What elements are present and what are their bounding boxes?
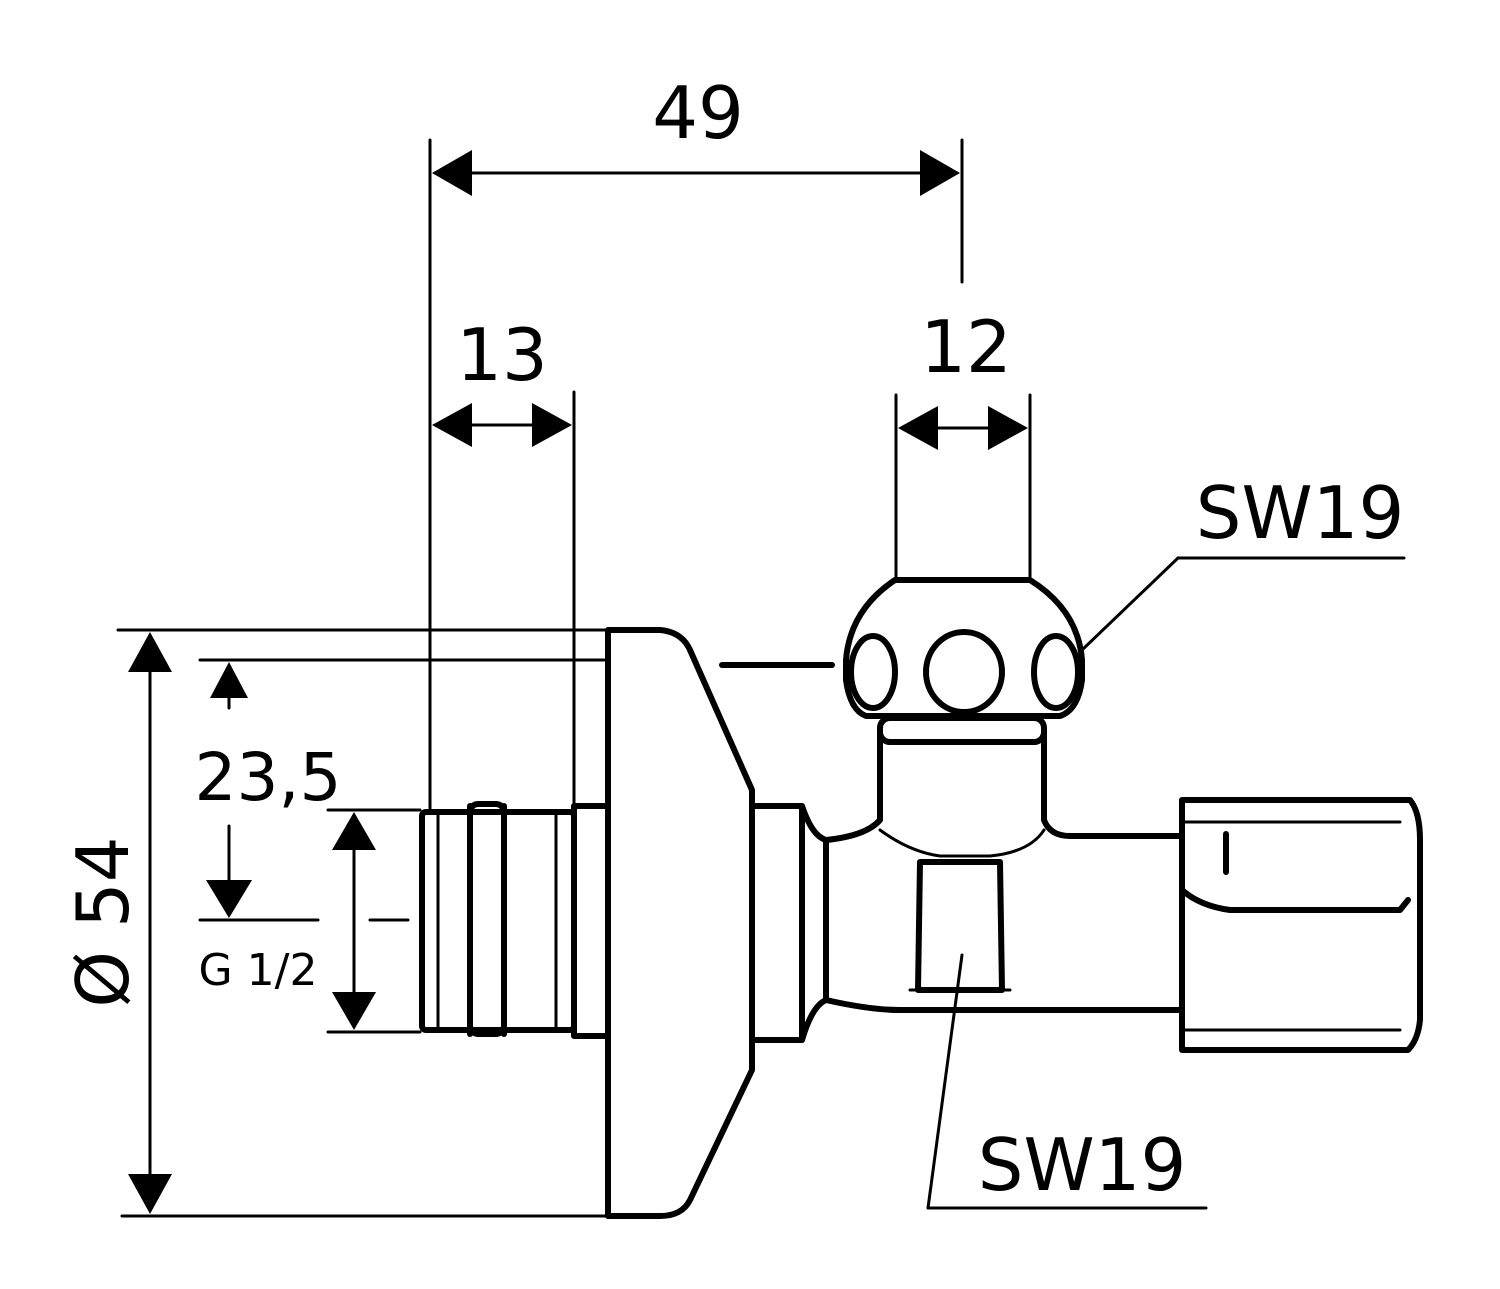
- outer-diameter-label: Ø 54: [61, 836, 145, 1007]
- valve-collar: [749, 803, 829, 1043]
- dimension-cap-width: 12: [894, 305, 1032, 582]
- main-pipe: [823, 727, 1183, 1013]
- arrowhead-right: [920, 150, 960, 196]
- cap-grip-right: [1031, 633, 1081, 711]
- arrowhead-bottom: [128, 1174, 172, 1214]
- valve-body: [419, 577, 1423, 1219]
- cap-width-label: 12: [920, 305, 1012, 389]
- outlet-nut: [1179, 797, 1423, 1053]
- arrowhead-right: [988, 406, 1028, 450]
- overall-width-label: 49: [652, 71, 744, 155]
- threaded-inlet: [419, 801, 611, 1039]
- arrowhead-right: [532, 403, 572, 447]
- valve-stem: [908, 859, 1012, 993]
- dimension-overall-width: 49: [428, 71, 964, 812]
- cap-grip-center: [923, 629, 1005, 715]
- dimension-offset: 23,5: [195, 658, 606, 922]
- cap-wrench-callout: SW19: [1080, 471, 1406, 652]
- arrowhead-top: [332, 812, 376, 850]
- arrowhead-top: [210, 662, 248, 698]
- offset-label: 23,5: [195, 739, 342, 816]
- arrowhead-left: [432, 150, 472, 196]
- arrowhead-bottom: [206, 880, 252, 918]
- thread-label: G 1/2: [199, 945, 318, 996]
- arrowhead-top: [128, 632, 172, 672]
- arrowhead-left: [898, 406, 938, 450]
- cap-grip-left: [848, 633, 898, 711]
- valve-cap: [843, 577, 1085, 719]
- arrowhead-left: [432, 403, 472, 447]
- arrowhead-bottom: [332, 992, 376, 1030]
- dimension-inlet-length: 13: [432, 313, 576, 812]
- dimension-outer-diameter: Ø 54: [61, 628, 608, 1218]
- outlet-wrench-callout: SW19: [926, 953, 1208, 1210]
- outlet-wrench-label: SW19: [978, 1123, 1187, 1207]
- inlet-length-label: 13: [456, 313, 548, 397]
- dimension-thread: G 1/2: [199, 808, 422, 1034]
- cap-neck: [877, 715, 1047, 745]
- wall-rosette: [605, 627, 835, 1219]
- cap-wrench-label: SW19: [1196, 471, 1405, 555]
